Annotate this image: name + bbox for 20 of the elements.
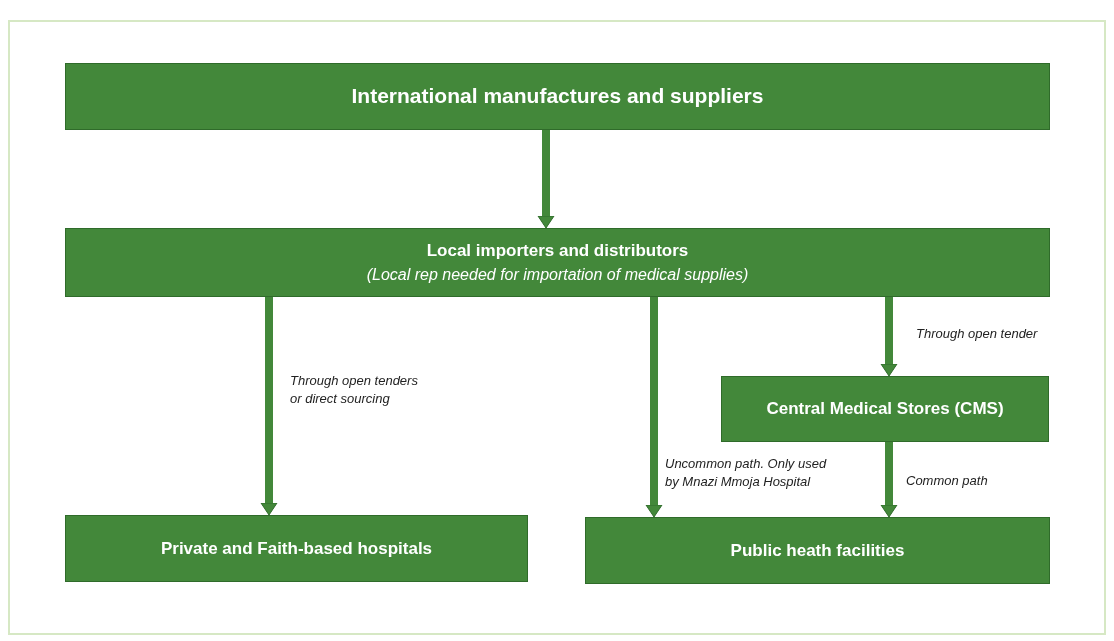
arrow	[645, 297, 663, 518]
process-box	[721, 376, 1049, 442]
process-box	[585, 517, 1050, 584]
process-box	[65, 228, 1050, 297]
process-box	[65, 515, 528, 582]
edge-label: Common path	[906, 472, 989, 490]
box-subtitle: (Local rep needed for importation of medical supplies)	[366, 265, 749, 286]
box-title: Central Medical Stores (CMS)	[766, 398, 1004, 420]
edge-label: Through open tender	[916, 325, 1039, 343]
box-title: Local importers and distributors	[426, 239, 689, 262]
box-title: Public heath facilities	[730, 539, 905, 562]
edge-label: Uncommon path. Only used by Mnazi Mmoja Hospital	[665, 455, 828, 491]
arrow	[537, 130, 555, 229]
process-box	[65, 63, 1050, 130]
arrow	[880, 442, 898, 518]
edge-label: Through open tenders or direct sourcing	[290, 372, 419, 408]
box-title: Private and Faith-based hospitals	[160, 537, 433, 560]
arrow	[260, 297, 278, 516]
box-title: International manufactures and suppliers	[351, 83, 764, 110]
arrow	[880, 297, 898, 377]
